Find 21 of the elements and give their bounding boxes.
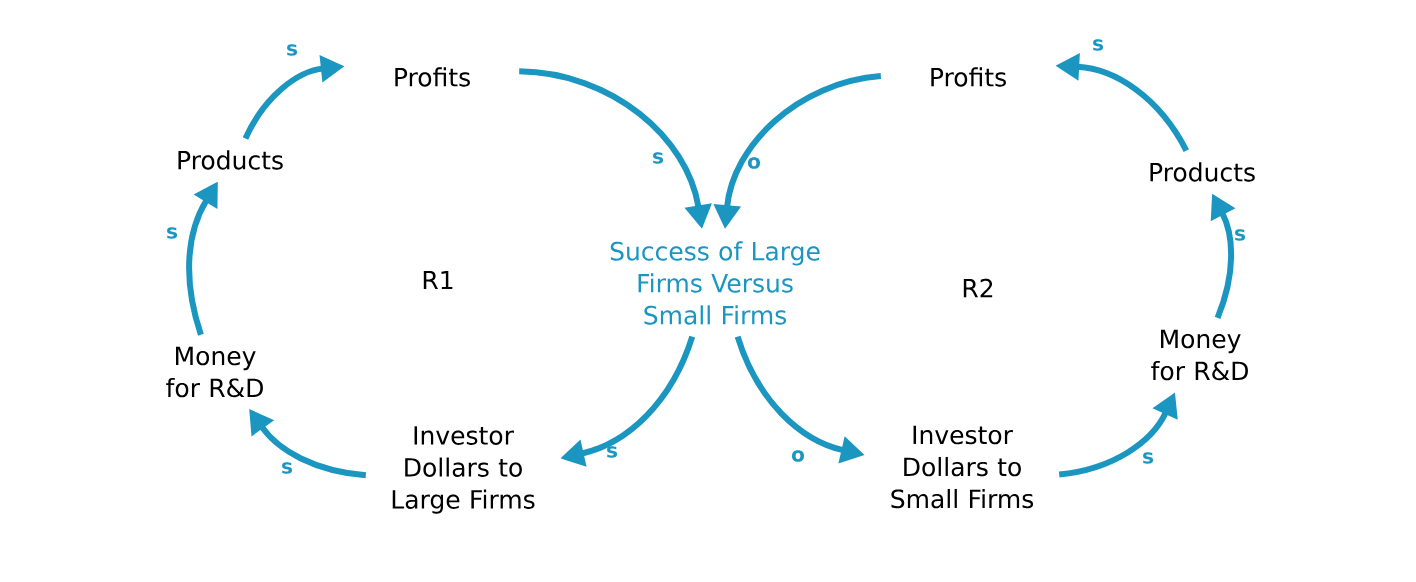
edge-label: s (607, 446, 617, 458)
loop-label: R1 (423, 270, 453, 290)
edge-label: s (167, 227, 177, 239)
node-label: Success of Large Firms Versus Small Firms (610, 241, 820, 325)
node-label: Products (178, 150, 283, 170)
edge-label: s (1093, 39, 1103, 51)
node-label: Investor Dollars to Large Firms (392, 426, 535, 514)
node-label: Profits (395, 67, 470, 87)
node-label: Money for R&D (1151, 329, 1248, 381)
node-label: Investor Dollars to Small Firms (891, 425, 1034, 509)
edge-label: s (1143, 452, 1153, 464)
edge-label: s (1235, 229, 1245, 241)
edge-label: o (792, 450, 804, 462)
edge-label: o (748, 157, 760, 169)
node-label: Profits (931, 67, 1006, 87)
edge-label: s (282, 462, 292, 474)
edge-label: s (653, 152, 663, 164)
edge-label: s (287, 44, 297, 56)
loop-label: R2 (963, 278, 993, 298)
node-label: Money for R&D (166, 346, 263, 398)
node-label: Products (1150, 162, 1255, 182)
